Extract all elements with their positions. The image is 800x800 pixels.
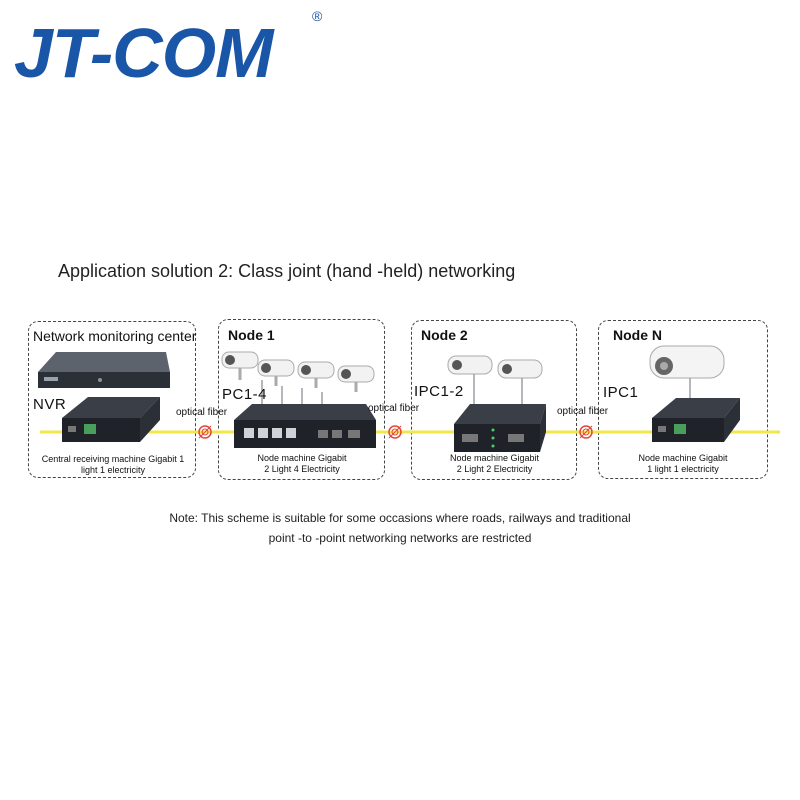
note-line1: Note: This scheme is suitable for some o… — [169, 511, 631, 525]
node2-caption-line2: 2 Light 2 Electricity — [456, 464, 533, 474]
center-caption-line1: Central receiving machine Gigabit 1 — [41, 454, 185, 464]
center-group — [28, 321, 196, 478]
nodeN-caption-line1: Node machine Gigabit — [638, 453, 728, 463]
fiber-coil-icon — [198, 425, 212, 439]
nodeN-caption: Node machine Gigabit 1 light 1 electrici… — [600, 453, 766, 475]
node1-label: Node 1 — [228, 327, 275, 343]
nodeN-cameras-label: IPC1 — [603, 384, 639, 401]
node2-device-icon — [454, 404, 546, 452]
media-converter-icon — [652, 398, 740, 442]
fiber-coil-icon — [579, 425, 593, 439]
node2-caption-line1: Node machine Gigabit — [449, 453, 540, 463]
fiber-coil-icon — [388, 425, 402, 439]
node1-caption: Node machine Gigabit 2 Light 4 Electrici… — [220, 453, 384, 475]
node2-group — [411, 320, 577, 480]
media-converter-icon — [62, 397, 160, 442]
camera-icon — [337, 365, 375, 392]
nodeN-caption-line2: 1 light 1 electricity — [647, 464, 719, 474]
brand-logo: JT-COM — [14, 14, 273, 92]
nvr-label: NVR — [33, 396, 67, 413]
center-caption-line2: light 1 electricity — [80, 465, 146, 475]
fiber-label-3: optical fiber — [557, 406, 609, 417]
camera-icon — [447, 355, 493, 404]
nodeN-label: Node N — [613, 327, 662, 343]
center-caption: Central receiving machine Gigabit 1 ligh… — [30, 454, 196, 476]
camera-icon — [297, 361, 335, 388]
node1-group — [218, 319, 385, 480]
node1-caption-line1: Node machine Gigabit — [257, 453, 347, 463]
camera-icon — [497, 359, 543, 404]
camera-icon — [649, 345, 725, 404]
camera-icon — [257, 359, 295, 386]
node1-caption-line2: 2 Light 4 Electricity — [264, 464, 340, 474]
diagram-title: Application solution 2: Class joint (han… — [58, 261, 516, 281]
node2-caption: Node machine Gigabit 2 Light 2 Electrici… — [413, 453, 576, 475]
switch-device-icon — [234, 404, 376, 448]
registered-mark: ® — [312, 8, 323, 24]
node2-label: Node 2 — [421, 327, 468, 343]
fiber-label-2: optical fiber — [368, 403, 420, 414]
node1-cameras-label: PC1-4 — [222, 386, 268, 403]
camera-icon — [221, 351, 259, 380]
nvr-device-icon — [38, 352, 170, 388]
node2-cameras-label: IPC1-2 — [414, 383, 464, 400]
center-group-label: Network monitoring center — [33, 328, 197, 344]
fiber-label-1: optical fiber — [176, 407, 228, 418]
nodeN-group — [598, 320, 768, 479]
note-line2: point -to -point networking networks are… — [268, 531, 532, 545]
